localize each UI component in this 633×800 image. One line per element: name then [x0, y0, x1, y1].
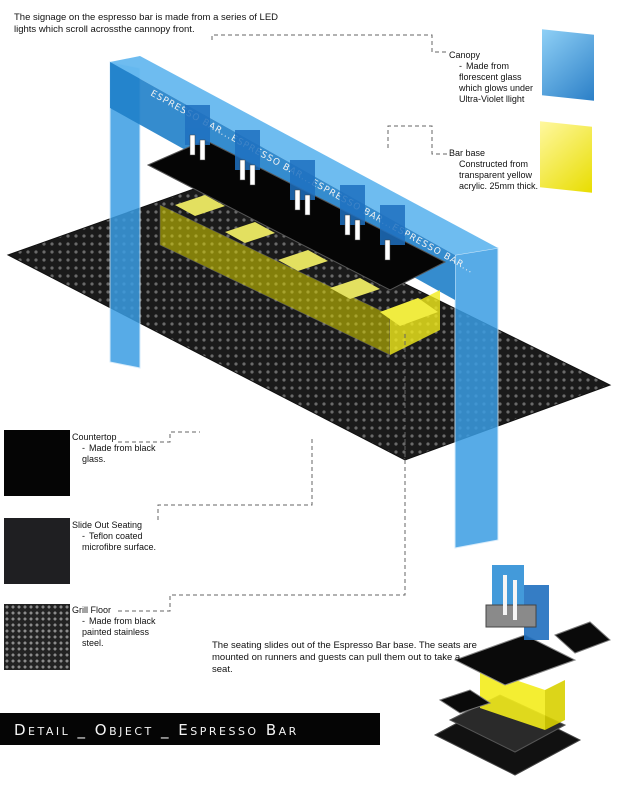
seating-callout-body: Teflon coated microfibre surface.: [82, 531, 157, 552]
seat-3: [278, 250, 328, 271]
countertop-callout: Countertop -Made from black glass.: [72, 432, 162, 465]
canopy-dash: -: [459, 61, 462, 71]
bar-base-swatch: [540, 121, 592, 193]
bar-base-callout-title: Bar base: [449, 148, 486, 158]
machine-panels: [185, 105, 405, 245]
seat-2: [225, 222, 275, 243]
seat-5: [380, 298, 438, 326]
canopy-swatch: [542, 29, 594, 101]
grill-floor-callout: Grill Floor -Made from black painted sta…: [72, 605, 164, 649]
grill-floor-dash: -: [82, 616, 85, 626]
seating-note: The seating slides out of the Espresso B…: [212, 640, 477, 675]
seating-swatch: [4, 518, 70, 584]
canopy-callout-title: Canopy: [449, 50, 481, 60]
canopy-callout-body: Made from florescent glass which glows u…: [459, 61, 534, 104]
machine-taps: [189, 134, 391, 261]
page-title: Detail _ Object _ Espresso Bar: [14, 721, 299, 739]
countertop: [146, 139, 447, 291]
grill-floor-callout-title: Grill Floor: [72, 605, 112, 615]
seating-detail-illustration: [433, 565, 611, 776]
bar-base-callout-body: Constructed from transparent yellow acry…: [459, 159, 539, 191]
canopy-right-column: [454, 247, 499, 549]
countertop-swatch: [4, 430, 70, 496]
countertop-dash: -: [82, 443, 85, 453]
bar-base-callout: Bar base Constructed from transparent ye…: [449, 148, 539, 192]
seating-dash: -: [82, 531, 85, 541]
grill-floor-swatch: [4, 604, 70, 670]
grill-floor-callout-body: Made from black painted stainless steel.: [82, 616, 156, 648]
canopy-callout: Canopy -Made from florescent glass which…: [449, 50, 539, 105]
countertop-callout-body: Made from black glass.: [82, 443, 156, 464]
countertop-callout-title: Countertop: [72, 432, 117, 442]
seat-4: [330, 278, 380, 299]
seating-callout-title: Slide Out Seating: [72, 520, 143, 530]
title-bar: Detail _ Object _ Espresso Bar: [0, 713, 380, 745]
seat-1: [175, 195, 225, 216]
intro-text: The signage on the espresso bar is made …: [14, 12, 279, 35]
leader-lines: [118, 34, 448, 612]
seating-callout: Slide Out Seating -Teflon coated microfi…: [72, 520, 168, 553]
